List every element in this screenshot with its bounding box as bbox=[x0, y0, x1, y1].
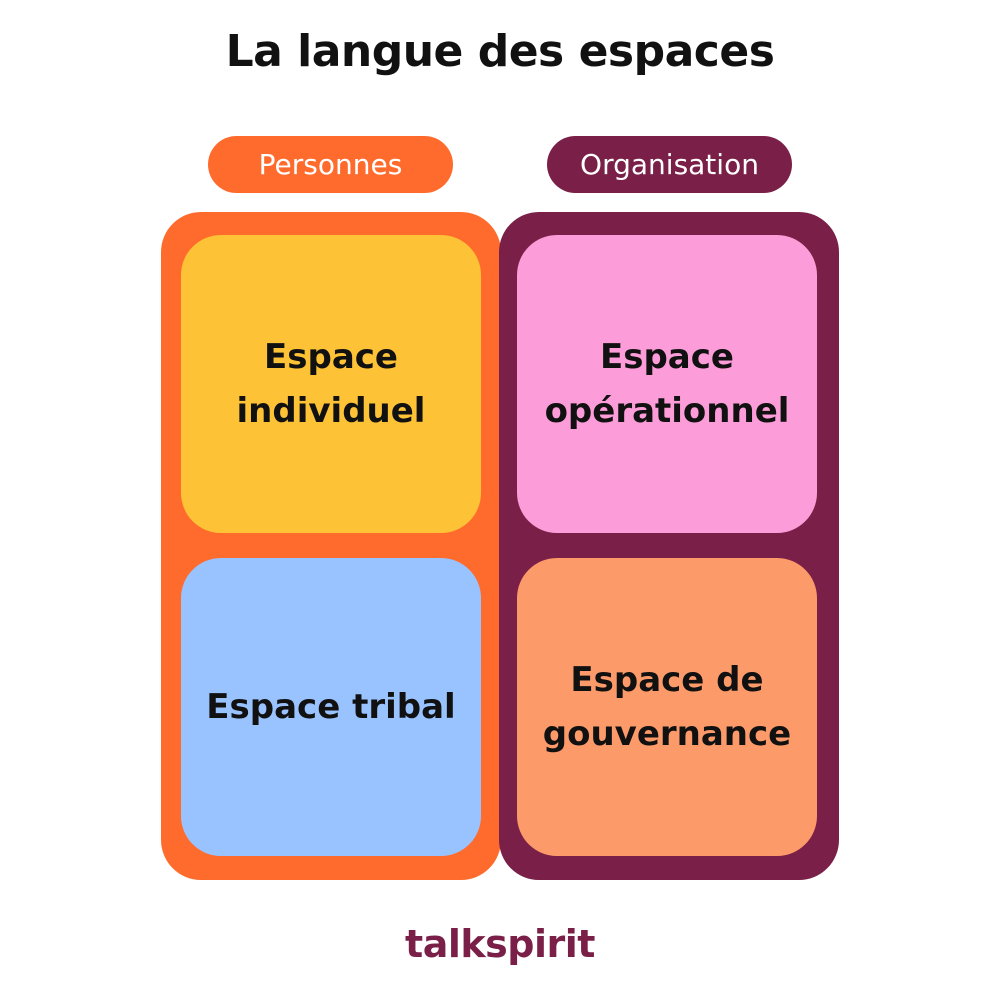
card-espace-gouvernance: Espace de gouvernance bbox=[517, 558, 817, 856]
card-espace-tribal-label: Espace tribal bbox=[206, 686, 456, 727]
card-espace-individuel: Espace individuel bbox=[181, 235, 481, 533]
card-espace-operationnel: Espace opérationnel bbox=[517, 235, 817, 533]
page-title: La langue des espaces bbox=[225, 26, 775, 77]
column-label-organisation: Organisation bbox=[547, 136, 792, 193]
card-espace-tribal: Espace tribal bbox=[181, 558, 481, 856]
column-label-personnes: Personnes bbox=[208, 136, 453, 193]
talkspirit-logo: talkspirit bbox=[405, 922, 595, 966]
